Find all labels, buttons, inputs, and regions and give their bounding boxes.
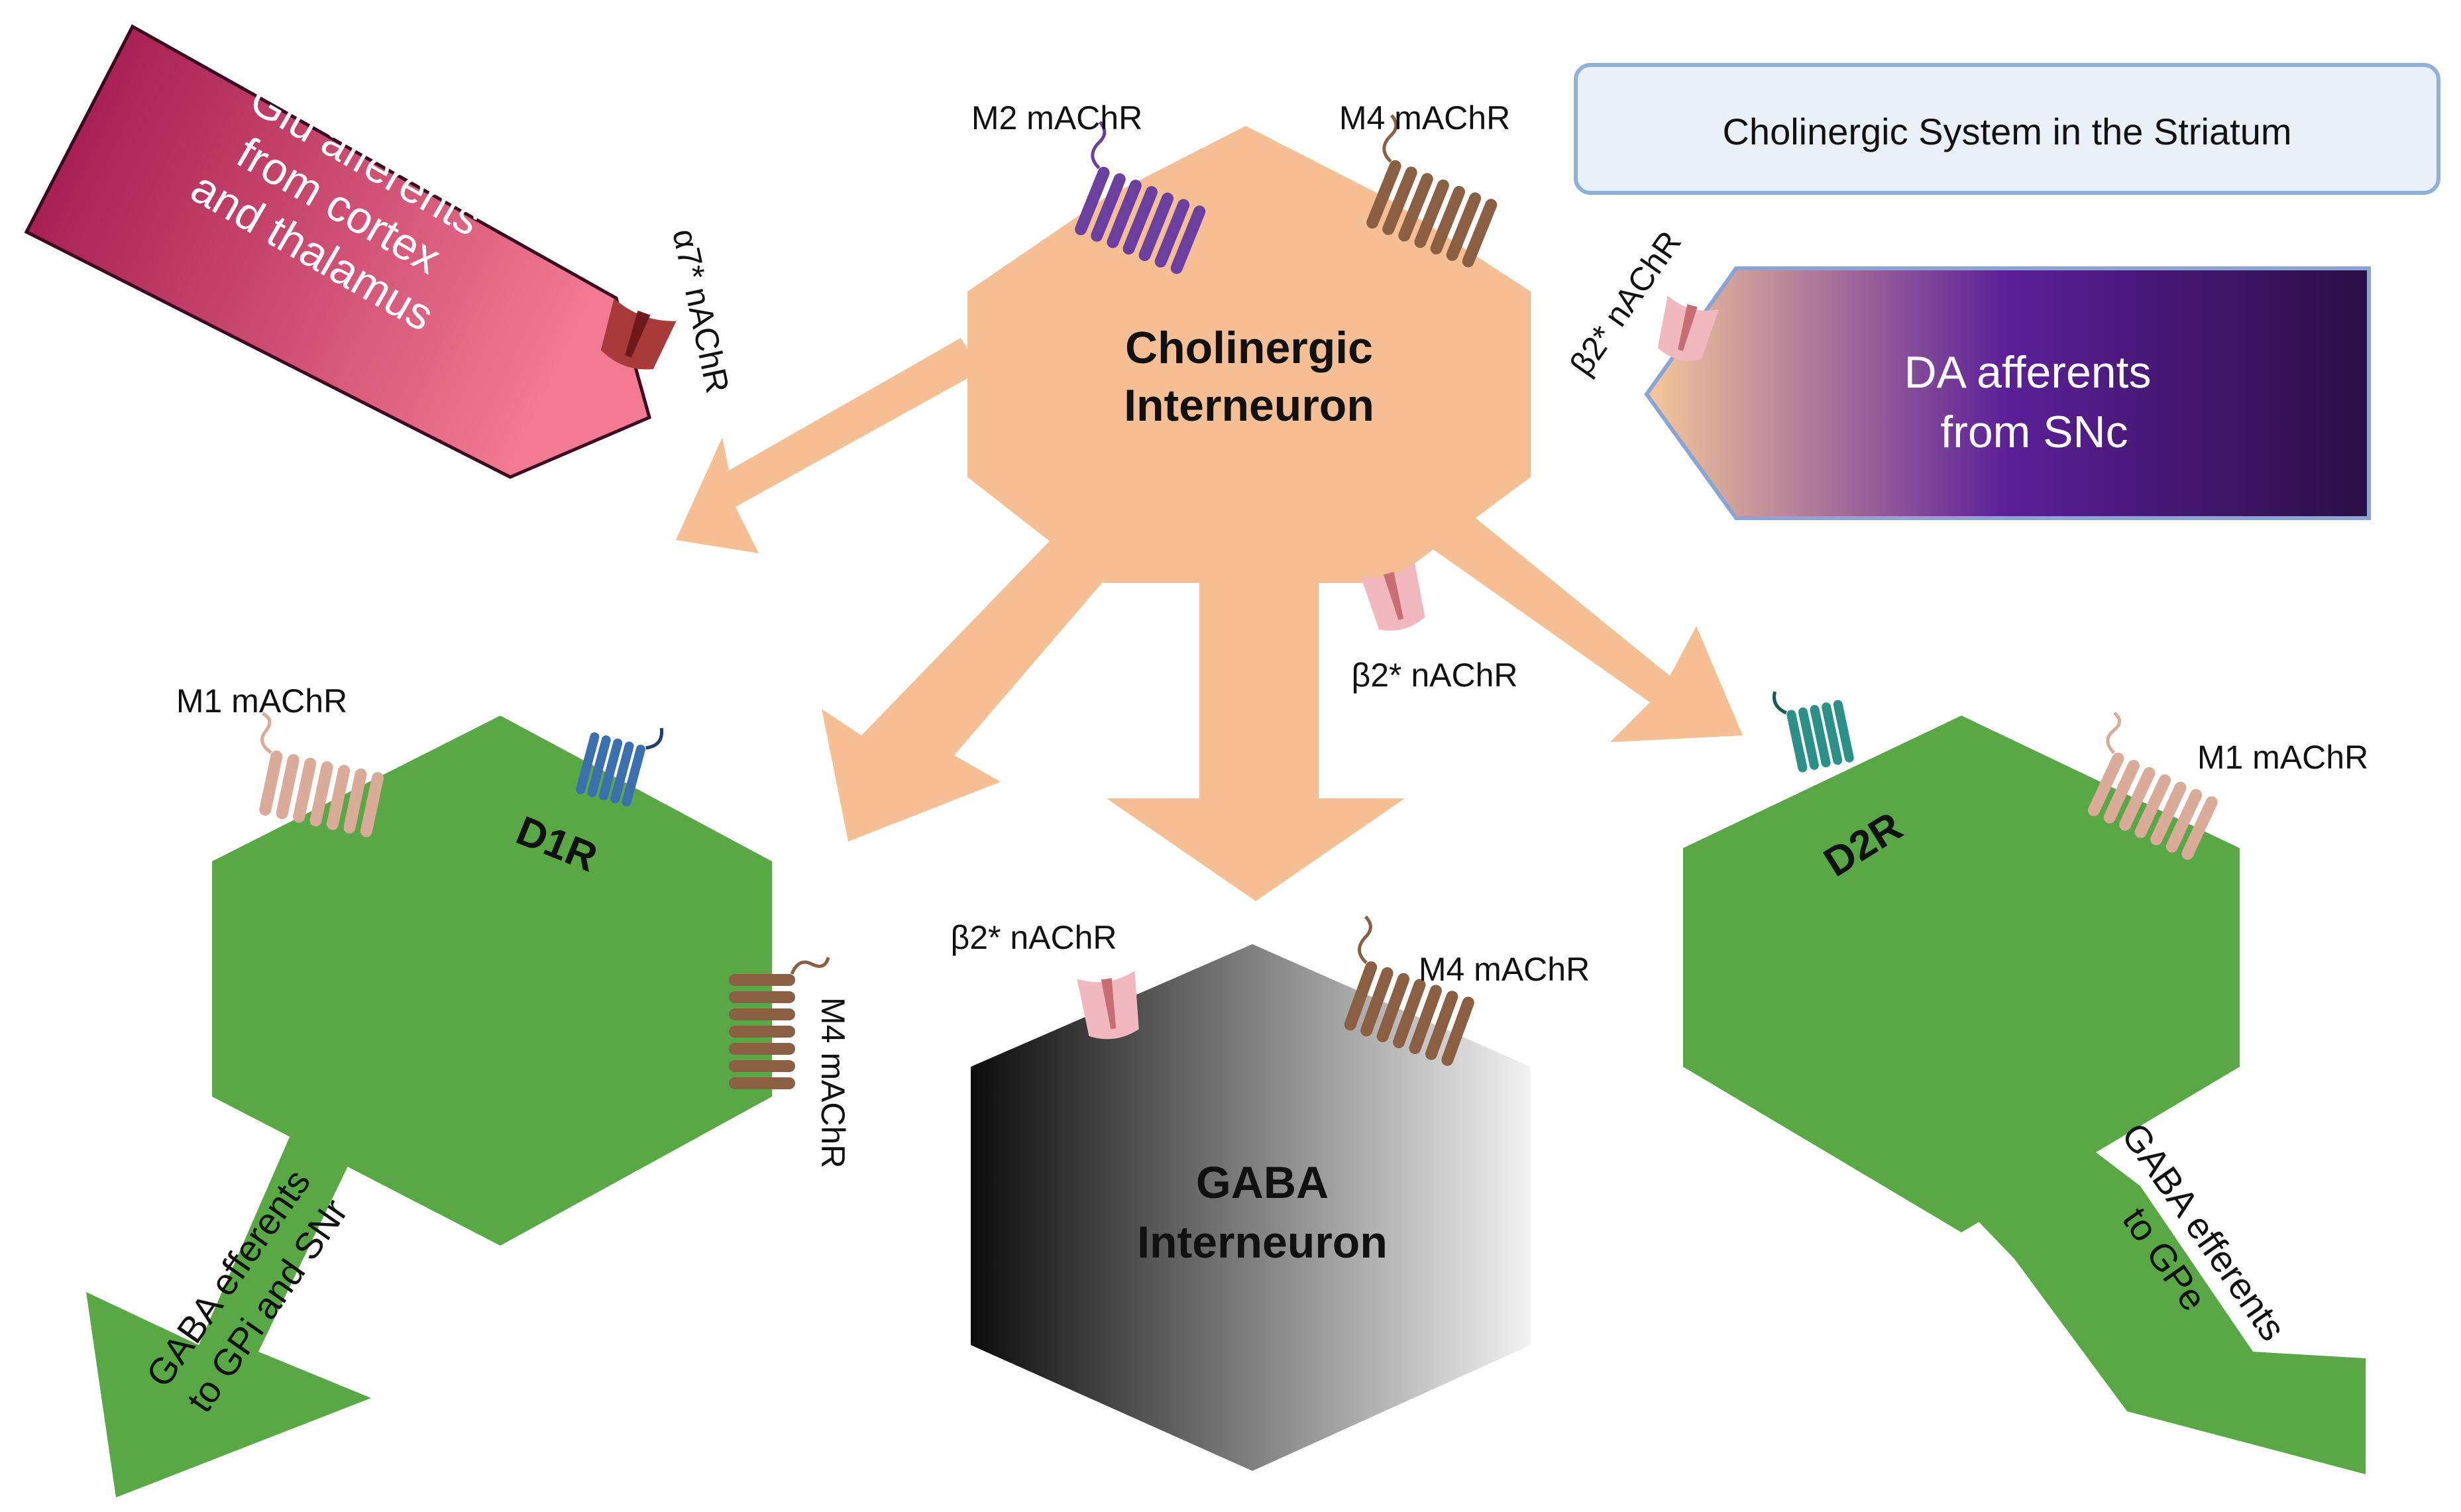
d2-msn: GABA efferents to GPe <box>1683 716 2366 1474</box>
cholinergic-interneuron-label: Cholinergic Interneuron <box>1124 323 1374 431</box>
d1-msn: GABA efferents to GPi and SNr <box>86 716 772 1497</box>
m2-machr-label: M2 mAChR <box>971 99 1142 136</box>
b2-nachr-center-label: β2* nAChR <box>1351 657 1517 694</box>
b2-nachr-da-icon <box>1657 296 1719 361</box>
svg-text:DA afferents: DA afferents <box>1904 347 2152 398</box>
da-afferents-label: DA afferents from SNc <box>1904 347 2152 457</box>
b2-nachr-gaba-label: β2* nAChR <box>950 919 1117 956</box>
m1-machr-d2-icon <box>2087 712 2218 860</box>
m4-machr-icon <box>1366 114 1498 268</box>
da-afferents: DA afferents from SNc <box>1644 266 2371 520</box>
gaba-interneuron-label: GABA Interneuron <box>1137 1158 1388 1268</box>
m2-machr-icon <box>1075 121 1206 274</box>
m1-machr-d1-label: M1 mAChR <box>176 682 347 720</box>
m4-machr-d1-icon <box>729 957 830 1089</box>
svg-text:Cholinergic: Cholinergic <box>1125 323 1373 373</box>
svg-text:Interneuron: Interneuron <box>1137 1217 1388 1268</box>
svg-text:from SNc: from SNc <box>1940 407 2128 457</box>
m4-machr-gaba-label: M4 mAChR <box>1419 951 1590 988</box>
svg-text:GABA: GABA <box>1196 1158 1329 1208</box>
d2r-icon <box>1773 691 1854 773</box>
b2-nachr-gaba-icon <box>1077 971 1139 1040</box>
a7-nachr-label: α7* nAChR <box>665 226 736 396</box>
diagram-title: Cholinergic System in the Striatum <box>1722 111 2291 152</box>
m4-machr-d1-label: M4 mAChR <box>814 997 851 1168</box>
a7-nachr-icon <box>600 298 677 370</box>
gaba-interneuron: GABA Interneuron <box>971 944 1531 1471</box>
m1-machr-d1-icon <box>259 712 384 837</box>
m1-machr-d2-label: M1 mAChR <box>2197 739 2368 776</box>
svg-text:Interneuron: Interneuron <box>1124 380 1374 431</box>
d1r-icon <box>576 728 664 807</box>
m4-machr-chol-label: M4 mAChR <box>1339 99 1510 136</box>
b2-nachr-center-icon <box>1360 562 1425 631</box>
glu-afferents: Glu afferents from cortex and thalamus <box>24 24 651 479</box>
cholinergic-interneuron: Cholinergic Interneuron <box>676 126 1743 901</box>
title-panel: Cholinergic System in the Striatum <box>1574 63 2440 195</box>
m4-machr-gaba-icon <box>1344 915 1474 1066</box>
